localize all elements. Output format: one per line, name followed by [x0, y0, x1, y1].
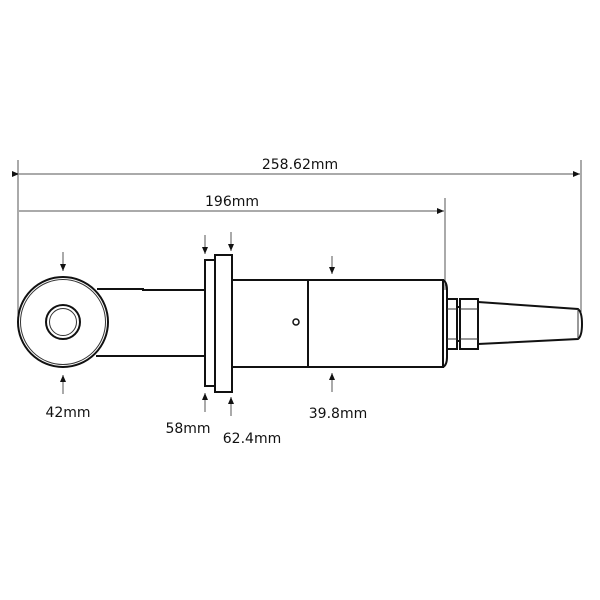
tapered-nozzle: [477, 301, 584, 345]
arm: [96, 288, 205, 357]
body-diameter-label: 39.8mm: [309, 406, 367, 422]
overall-length-dimension: 258.62mm: [12, 157, 580, 177]
hex-nuts: [446, 298, 479, 350]
flange-inner-diameter-dimension: 58mm: [165, 235, 211, 437]
body-diameter-dimension: 39.8mm: [309, 256, 367, 422]
body-length-dimension: 196mm: [19, 194, 444, 214]
flange-outer-diameter-dimension: 62.4mm: [223, 232, 281, 447]
eye-diameter-dimension: 42mm: [45, 252, 91, 421]
flange-inner-diameter-label: 58mm: [165, 421, 210, 437]
cylinder-body: [231, 279, 448, 368]
body-length-label: 196mm: [205, 194, 259, 210]
flange-outer-diameter-label: 62.4mm: [223, 431, 281, 447]
vent-hole: [292, 318, 300, 326]
flange-outer: [214, 254, 233, 393]
eye-diameter-label: 42mm: [45, 405, 90, 421]
flange-inner: [204, 259, 216, 387]
eye-end: [17, 276, 109, 368]
extension-lines: [17, 160, 582, 322]
overall-length-label: 258.62mm: [262, 157, 338, 173]
